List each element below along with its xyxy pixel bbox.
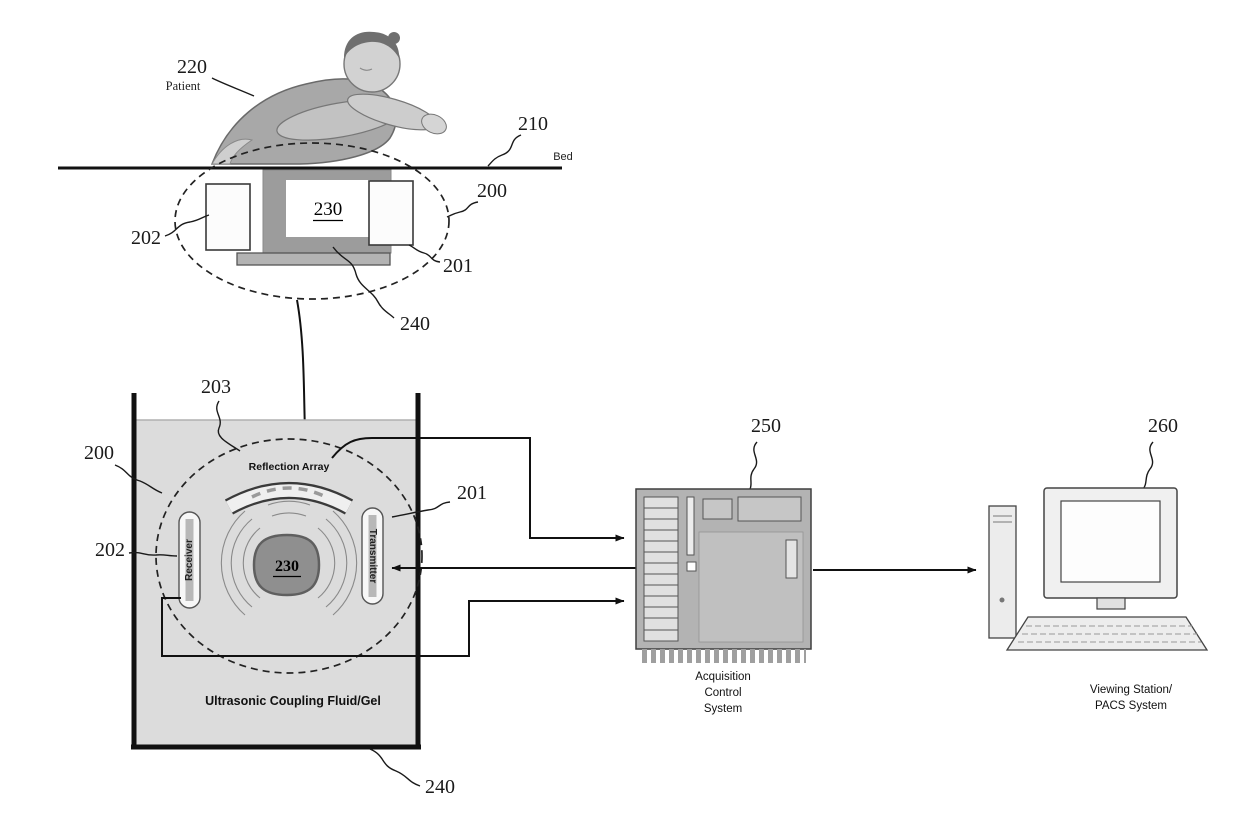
receiver-block-top	[205, 183, 251, 251]
ref-203-label: 203	[201, 376, 231, 398]
ref-240-tank-label: 240	[425, 776, 455, 798]
ref-250-label: 250	[751, 415, 781, 437]
viewing-caption-line1: Viewing Station/	[1090, 684, 1173, 696]
wire-receiver-to-acquisition	[161, 597, 625, 657]
leader-203	[216, 400, 241, 452]
acquisition-control-system	[635, 488, 812, 663]
power-button	[686, 561, 697, 572]
patient-figure	[210, 31, 447, 165]
transmitter-element	[368, 515, 377, 597]
drive-slot	[686, 496, 695, 556]
reflection-array-label: Reflection Array	[249, 461, 330, 473]
reflection-array: Reflection Array	[224, 461, 354, 515]
assembly-base	[236, 252, 391, 266]
acquisition-caption-line1: Acquisition	[695, 671, 751, 683]
vent-slats	[644, 507, 678, 631]
wire-array-to-acquisition	[331, 437, 625, 542]
acquisition-caption-line2: Control	[704, 687, 741, 699]
reflection-array-band	[225, 484, 353, 513]
workstation-tower	[988, 505, 1017, 639]
receiver-element	[185, 519, 194, 601]
ref-202-top-label: 202	[131, 227, 161, 249]
target-window	[286, 180, 370, 237]
keyboard-keys	[1018, 625, 1201, 643]
receiver-label: Receiver	[184, 539, 195, 581]
viewing-caption-line2: PACS System	[1095, 700, 1167, 712]
acquisition-caption-line3: System	[704, 703, 742, 715]
patient-hand	[421, 113, 447, 135]
transmitter-capsule: Transmitter	[361, 507, 384, 605]
ref-200-tank-label: 200	[84, 442, 114, 464]
reflection-array-segments	[251, 486, 327, 499]
ref-202-tank-label: 202	[95, 539, 125, 561]
transmitter-block-top	[368, 180, 414, 246]
patient-eye	[359, 67, 373, 71]
tank-dashed-ellipse	[155, 438, 423, 674]
leader-240-top	[332, 246, 395, 319]
leader-202-tank	[128, 551, 178, 557]
ref-200-top-label: 200	[477, 180, 507, 202]
leader-200-tank	[114, 464, 163, 494]
ref-201-tank-label: 201	[457, 482, 487, 504]
tower-drive-lines	[993, 515, 1012, 523]
transmitter-label: Transmitter	[367, 529, 378, 584]
panel-module-wide	[737, 496, 802, 522]
receiver-capsule: Receiver	[178, 511, 201, 609]
patient-hair	[344, 31, 400, 58]
panel-module-small	[702, 498, 733, 520]
bed-caption: Bed	[553, 151, 573, 163]
ref-201-top-label: 201	[443, 255, 473, 277]
ref-210-label: 210	[518, 113, 548, 135]
patient-hair-bun	[388, 32, 400, 44]
leader-240-tank	[369, 748, 421, 787]
leader-220	[211, 77, 255, 97]
assembly-dashed-ellipse	[174, 142, 450, 300]
leader-260	[1142, 441, 1154, 490]
ref-220-label: 220	[177, 56, 207, 78]
monitor-stand	[1096, 597, 1126, 610]
tower-power-button	[999, 597, 1005, 603]
leader-201-top	[408, 244, 441, 263]
leader-201-tank	[391, 501, 451, 518]
viewing-station	[988, 487, 1209, 651]
target-blob	[252, 533, 321, 597]
ref-240-top-label: 240	[400, 313, 430, 335]
coupling-fluid-tank: Reflection Array Receiver Transmitter 23…	[131, 393, 423, 750]
transducer-assembly-top: 230	[174, 142, 450, 300]
patient-sheet-fold	[211, 138, 254, 165]
ref-230-tank-label: 230	[275, 558, 299, 575]
patient-caption: Patient	[166, 79, 201, 93]
leader-202-top	[164, 214, 210, 237]
fluid-caption: Ultrasonic Coupling Fluid/Gel	[205, 694, 381, 708]
vent-panel	[643, 496, 679, 642]
leader-210	[487, 134, 522, 167]
side-slot	[785, 539, 798, 579]
monitor-screen	[1060, 500, 1161, 583]
target-object: 230	[252, 533, 321, 597]
leader-250	[749, 441, 758, 490]
leader-200-top	[446, 201, 479, 218]
ref-260-label: 260	[1148, 415, 1178, 437]
ref-230-top-label: 230	[314, 199, 343, 220]
